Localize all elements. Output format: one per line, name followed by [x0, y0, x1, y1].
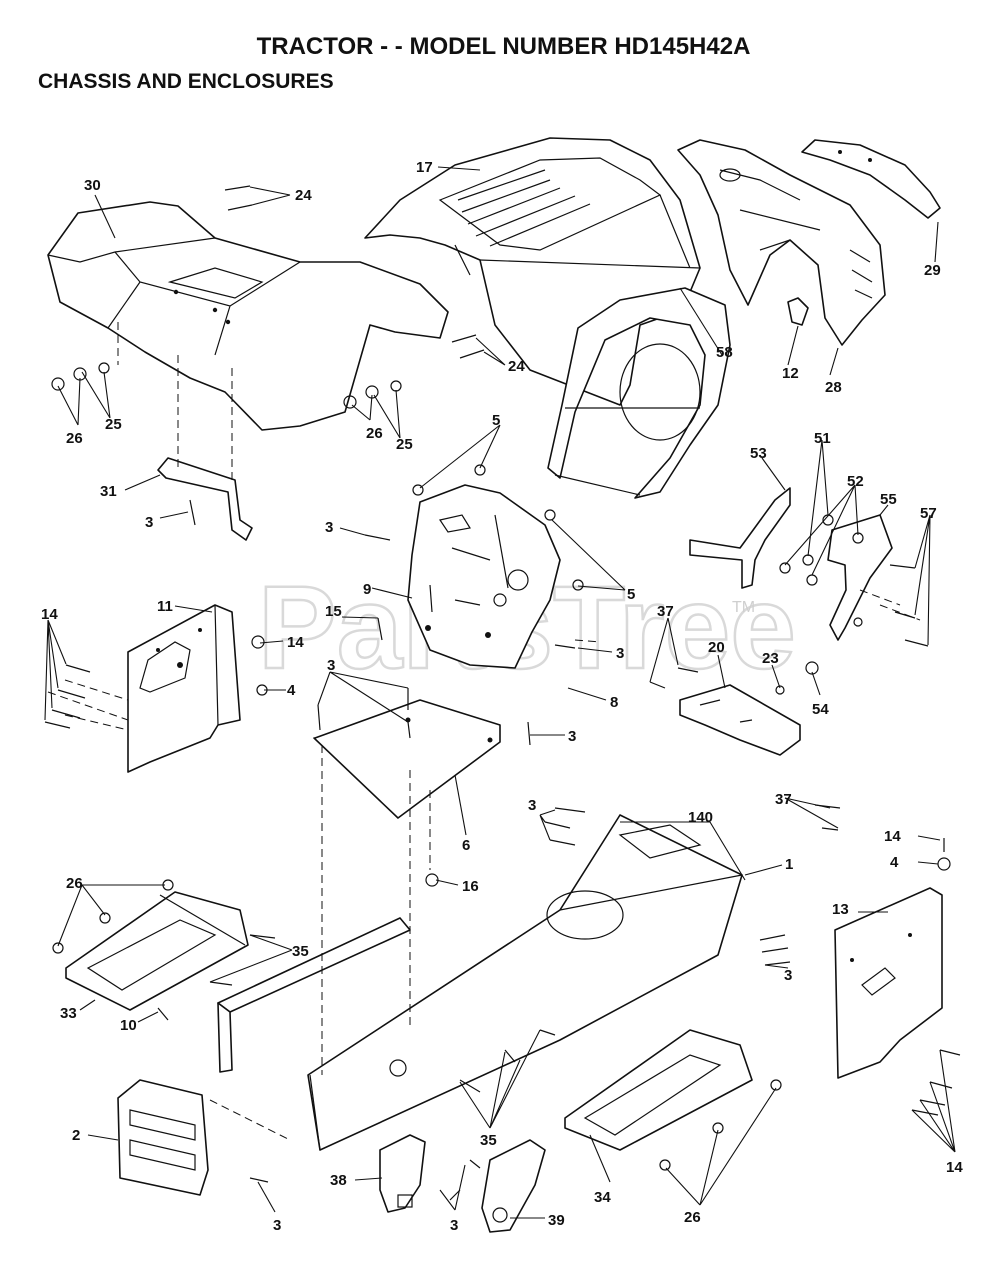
callout-39: 39 — [548, 1212, 565, 1229]
callout-14: 14 — [946, 1159, 963, 1176]
callout-3: 3 — [784, 967, 792, 984]
callout-3: 3 — [450, 1217, 458, 1234]
part-13-right-panel — [834, 887, 943, 1079]
part-12-clip — [787, 297, 809, 326]
part-28-grille — [677, 139, 886, 346]
callout-13: 13 — [832, 901, 849, 918]
part-34-right-footrest — [564, 1029, 753, 1151]
callout-6: 6 — [462, 837, 470, 854]
section-title: CHASSIS AND ENCLOSURES — [38, 70, 334, 93]
callout-24: 24 — [295, 187, 312, 204]
callout-25: 25 — [396, 436, 413, 453]
callout-38: 38 — [330, 1172, 347, 1189]
callout-31: 31 — [100, 483, 117, 500]
callout-26: 26 — [66, 430, 83, 447]
callout-3: 3 — [327, 657, 335, 674]
callout-24: 24 — [508, 358, 525, 375]
callout-3: 3 — [528, 797, 536, 814]
callout-35: 35 — [292, 943, 309, 960]
part-33-left-footrest — [65, 891, 249, 1011]
page-title: TRACTOR - - MODEL NUMBER HD145H42A — [256, 33, 751, 60]
callout-25: 25 — [105, 416, 122, 433]
callout-29: 29 — [924, 262, 941, 279]
callout-4: 4 — [890, 854, 899, 871]
callout-14: 14 — [41, 606, 58, 623]
callout-52: 52 — [847, 473, 864, 490]
callout-23: 23 — [762, 650, 779, 667]
part-29-trim — [801, 139, 941, 219]
callout-33: 33 — [60, 1005, 77, 1022]
callout-4: 4 — [287, 682, 296, 699]
part-6-floor-plate — [313, 699, 501, 819]
callout-5: 5 — [492, 412, 500, 429]
callout-30: 30 — [84, 177, 101, 194]
callout-3: 3 — [145, 514, 153, 531]
callout-3: 3 — [325, 519, 333, 536]
callout-10: 10 — [120, 1017, 137, 1034]
callout-3: 3 — [616, 645, 624, 662]
callout-26: 26 — [366, 425, 383, 442]
part-31-bracket — [157, 457, 253, 541]
callout-51: 51 — [814, 430, 831, 447]
callout-14: 14 — [287, 634, 304, 651]
callout-2: 2 — [72, 1127, 80, 1144]
callout-11: 11 — [157, 598, 173, 615]
callout-55: 55 — [880, 491, 897, 508]
callout-26: 26 — [684, 1209, 701, 1226]
part-2-rear-plate — [117, 1079, 209, 1196]
callout-9: 9 — [363, 581, 371, 598]
callout-26: 26 — [66, 875, 83, 892]
callout-140: 140 — [688, 809, 713, 826]
callout-17: 17 — [416, 159, 433, 176]
part-11-left-panel — [127, 604, 241, 773]
assembly-lines — [47, 322, 921, 1141]
callout-12: 12 — [782, 365, 799, 382]
callout-5: 5 — [627, 586, 635, 603]
callout-1: 1 — [785, 856, 793, 873]
callout-28: 28 — [825, 379, 842, 396]
callout-54: 54 — [812, 701, 829, 718]
callout-20: 20 — [708, 639, 725, 656]
callout-8: 8 — [610, 694, 618, 711]
callout-57: 57 — [920, 505, 937, 522]
part-30-rear-fender — [47, 201, 449, 431]
part-9-dash-panel — [407, 484, 561, 669]
callout-labels: 24 30 17 29 24 26 25 12 28 58 26 25 5 53… — [41, 159, 963, 1234]
callout-15: 15 — [325, 603, 342, 620]
fasteners — [44, 185, 961, 1201]
callout-34: 34 — [594, 1189, 611, 1206]
part-58-shield — [547, 287, 731, 499]
part-1-main-frame — [217, 814, 743, 1151]
part-39-bracket — [481, 1139, 546, 1233]
part-17-hood — [364, 137, 701, 406]
part-20-pedal-bracket — [679, 684, 801, 756]
callout-53: 53 — [750, 445, 767, 462]
callout-3: 3 — [273, 1217, 281, 1234]
part-53-bracket — [689, 487, 791, 589]
leader-lines — [44, 166, 956, 1219]
part-38-bracket — [379, 1134, 426, 1213]
callout-16: 16 — [462, 878, 479, 895]
callout-37: 37 — [657, 603, 674, 620]
callout-35: 35 — [480, 1132, 497, 1149]
watermark-trademark: TM — [732, 599, 755, 616]
callout-3: 3 — [568, 728, 576, 745]
part-55-plate — [827, 514, 893, 641]
callout-37: 37 — [775, 791, 792, 808]
callout-14: 14 — [884, 828, 901, 845]
callout-58: 58 — [716, 344, 733, 361]
